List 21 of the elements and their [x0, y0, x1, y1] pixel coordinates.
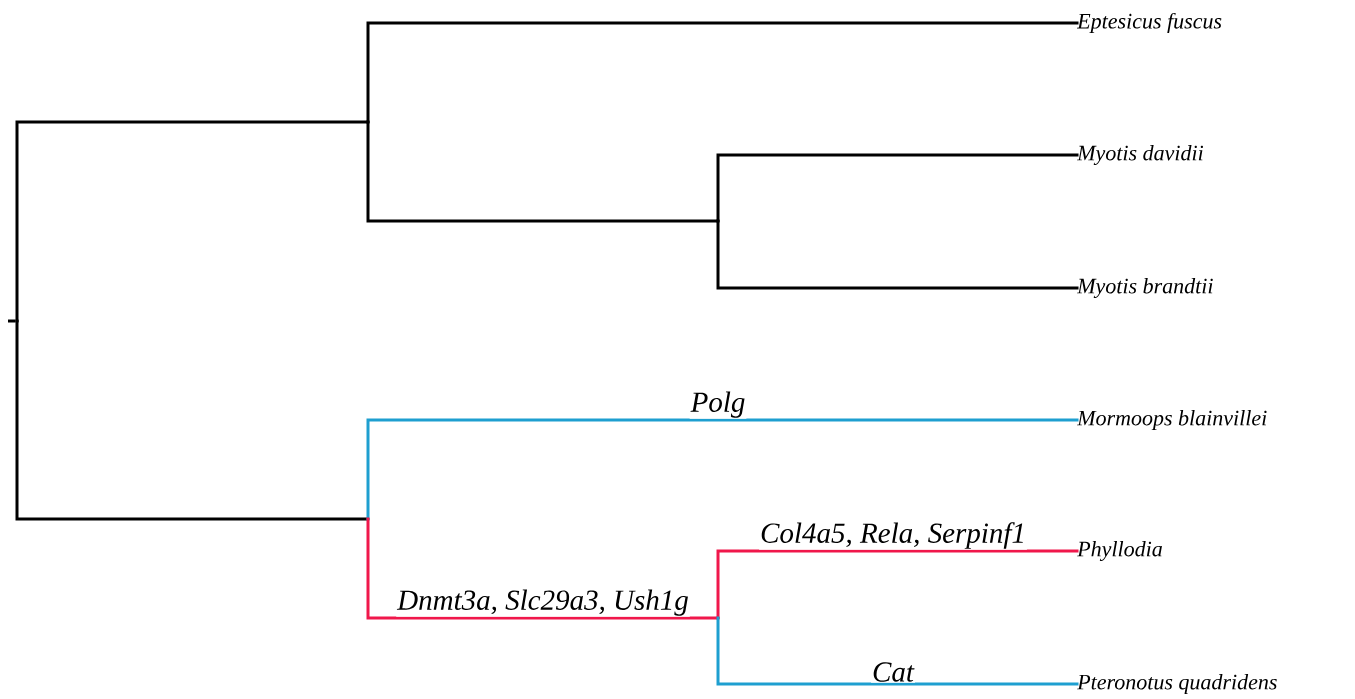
species-label: Eptesicus fuscus [1076, 12, 1222, 34]
species-label: Phyllodia [1077, 541, 1162, 561]
tree-branch [15, 120, 368, 323]
tree-branch [366, 418, 1079, 521]
species-label: Myotis brandtii [1076, 278, 1213, 298]
gene-label: Dnmt3a, Slc29a3, Ush1g [396, 589, 688, 616]
tree-branch [716, 219, 1079, 290]
tree-branch [716, 549, 1079, 620]
gene-label: Cat [873, 662, 915, 682]
tree-branch [366, 21, 1079, 124]
tree-branch [716, 616, 1079, 686]
tree-branch [15, 319, 368, 521]
tree-branch [366, 517, 718, 620]
root-stub [8, 319, 16, 323]
tree-branch [716, 153, 1079, 223]
tree-branch [366, 120, 718, 223]
gene-label: Col4a5, Rela, Serpinf1 [761, 522, 1023, 549]
species-label: Myotis davidii [1076, 145, 1204, 165]
species-label: Mormoops blainvillei [1076, 410, 1267, 430]
gene-label: Polg [690, 391, 745, 418]
species-label: Pteronotus quadridens [1077, 674, 1277, 694]
